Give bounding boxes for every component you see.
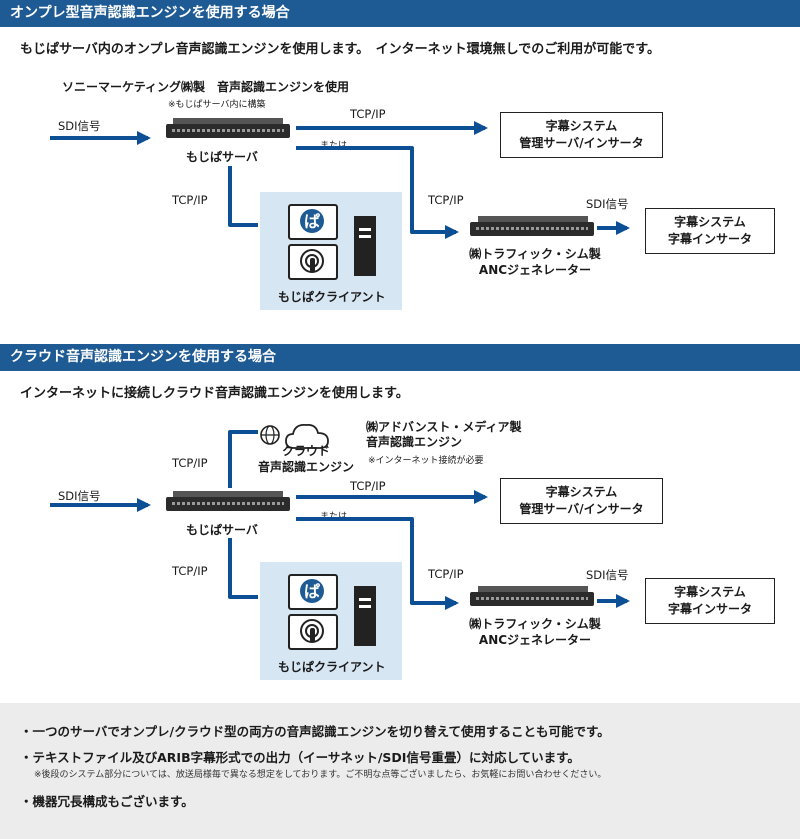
anc-label: ㈱トラフィック・シム製 ANCジェネレーター — [460, 616, 610, 648]
tcp-top-label: TCP/IP — [350, 107, 386, 121]
sdi-in-label: SDI信号 — [58, 489, 101, 503]
client-label: もじぱクライアント — [278, 290, 386, 304]
client-panel: ぱ もじぱクライアント — [260, 192, 402, 310]
cloud-icon — [260, 424, 329, 449]
notes-panel: ・一つのサーバでオンプレ/クラウド型の両方の音声認識エンジンを切り替えて使用する… — [0, 703, 800, 839]
tcp-cloud-label: TCP/IP — [172, 456, 208, 470]
connector-lines — [50, 121, 630, 610]
cloud-label: クラウド 音声認識エンジン — [246, 443, 366, 475]
anc-top-icon — [478, 216, 588, 222]
subtitle-inserter-box: 字幕システム 字幕インサータ — [645, 578, 775, 624]
vendor-line1: ㈱アドバンスト・メディア製 — [366, 420, 522, 434]
note-2: ・テキストファイル及びARIB字幕形式での出力（イーサネット/SDI信号重畳）に… — [20, 750, 580, 765]
touch-hand-icon — [288, 244, 338, 280]
section1-intro: もじぱサーバ内のオンプレ音声認識エンジンを使用します。 インターネット環境無しで… — [20, 42, 660, 57]
client-label: もじぱクライアント — [278, 660, 386, 674]
tcp-top-label: TCP/IP — [350, 479, 386, 493]
vendor-line2: 音声認識エンジン — [366, 435, 463, 449]
box-line2: 字幕インサータ — [667, 602, 752, 616]
note-1: ・一つのサーバでオンプレ/クラウド型の両方の音声認識エンジンを切り替えて使用する… — [20, 724, 610, 739]
subtitle-inserter-box: 字幕システム 字幕インサータ — [645, 208, 775, 254]
anc-label: ㈱トラフィック・シム製 ANCジェネレーター — [460, 246, 610, 278]
pc-tower-icon — [354, 586, 376, 646]
section2-title: クラウド音声認識エンジンを使用する場合 — [10, 349, 276, 365]
server-label: もじぱサーバ — [186, 150, 258, 164]
engine-note: ※もじぱサーバ内に構築 — [168, 100, 266, 110]
tcp-mid-label: TCP/IP — [428, 193, 464, 207]
server-top-icon — [173, 118, 283, 124]
box-line1: 字幕システム — [674, 585, 746, 599]
vendor-note: ※インターネット接続が必要 — [368, 456, 484, 466]
anc-line1: ㈱トラフィック・シム製 — [469, 617, 601, 631]
anc-generator-icon — [470, 592, 594, 606]
pa-logo-icon: ぱ — [288, 204, 338, 240]
note-2-sub: ※後段のシステム部分については、放送局様毎で異なる想定をしております。ご不明な点… — [34, 770, 607, 780]
section1-header: オンプレ型音声認識エンジンを使用する場合 — [0, 0, 800, 27]
box-line2: 管理サーバ/インサータ — [519, 136, 644, 150]
tcp-left-label: TCP/IP — [172, 564, 208, 578]
svg-text:ぱ: ぱ — [304, 582, 320, 601]
cloud-line1: クラウド — [281, 444, 330, 458]
sdi-in-label: SDI信号 — [58, 119, 101, 133]
box-line2: 管理サーバ/インサータ — [519, 502, 644, 516]
anc-generator-icon — [470, 222, 594, 236]
server-label: もじぱサーバ — [186, 523, 258, 537]
sdi-out-label: SDI信号 — [586, 197, 629, 211]
tcp-left-label: TCP/IP — [172, 193, 208, 207]
anc-line2: ANCジェネレーター — [478, 263, 592, 277]
pc-tower-icon — [354, 216, 376, 276]
subtitle-mgmt-box: 字幕システム 管理サーバ/インサータ — [500, 112, 663, 158]
anc-line2: ANCジェネレーター — [478, 633, 592, 647]
anc-line1: ㈱トラフィック・シム製 — [469, 247, 601, 261]
mojipa-server-icon — [166, 124, 290, 138]
tcp-mid-label: TCP/IP — [428, 567, 464, 581]
note-3: ・機器冗長構成もございます。 — [20, 794, 194, 809]
box-line2: 字幕インサータ — [667, 232, 752, 246]
box-line1: 字幕システム — [545, 119, 618, 133]
cloud-line2: 音声認識エンジン — [257, 460, 354, 474]
anc-top-icon — [478, 586, 588, 592]
box-line1: 字幕システム — [545, 485, 618, 499]
pa-logo-icon: ぱ — [288, 574, 338, 610]
mojipa-server-icon — [166, 497, 290, 511]
vendor-label: ㈱アドバンスト・メディア製 音声認識エンジン — [366, 420, 522, 450]
section2-intro: インターネットに接続しクラウド音声認識エンジンを使用します。 — [20, 386, 409, 401]
svg-text:ぱ: ぱ — [304, 212, 320, 231]
sdi-out-label: SDI信号 — [586, 568, 629, 582]
section1-title: オンプレ型音声認識エンジンを使用する場合 — [10, 5, 290, 21]
engine-label: ソニーマーケティング㈱製 音声認識エンジンを使用 — [62, 80, 350, 94]
subtitle-mgmt-box: 字幕システム 管理サーバ/インサータ — [500, 478, 663, 524]
client-panel: ぱ もじぱクライアント — [260, 562, 402, 680]
server-top-icon — [173, 491, 283, 497]
box-line1: 字幕システム — [674, 215, 746, 229]
section2-header: クラウド音声認識エンジンを使用する場合 — [0, 344, 800, 371]
touch-hand-icon — [288, 614, 338, 650]
